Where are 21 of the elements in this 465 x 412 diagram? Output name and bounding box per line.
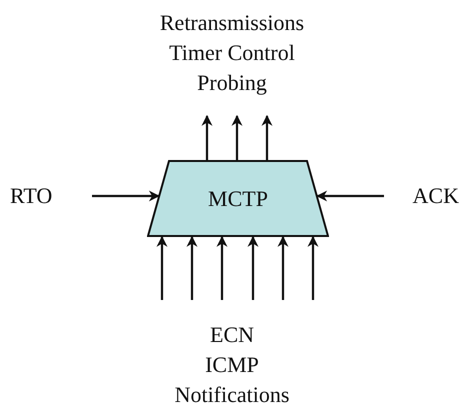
arrow <box>308 236 318 300</box>
block-label: MCTP <box>208 184 268 212</box>
input-label: ICMP <box>205 351 259 379</box>
arrow <box>248 236 258 300</box>
input-label: Notifications <box>174 381 290 409</box>
arrow <box>232 114 242 160</box>
output-label: Timer Control <box>169 39 295 67</box>
arrow <box>156 236 168 300</box>
output-label: Retransmissions <box>160 9 304 37</box>
arrow <box>92 190 160 202</box>
trapezoid-block <box>147 160 329 237</box>
arrow <box>316 190 384 202</box>
output-label: Probing <box>197 69 267 97</box>
arrow <box>186 236 198 300</box>
input-label: RTO <box>10 182 52 210</box>
arrow <box>278 236 288 300</box>
input-label: ACK <box>412 182 459 210</box>
arrow <box>262 114 272 160</box>
arrow <box>202 114 212 160</box>
input-label: ECN <box>210 321 254 349</box>
arrow <box>216 236 228 300</box>
